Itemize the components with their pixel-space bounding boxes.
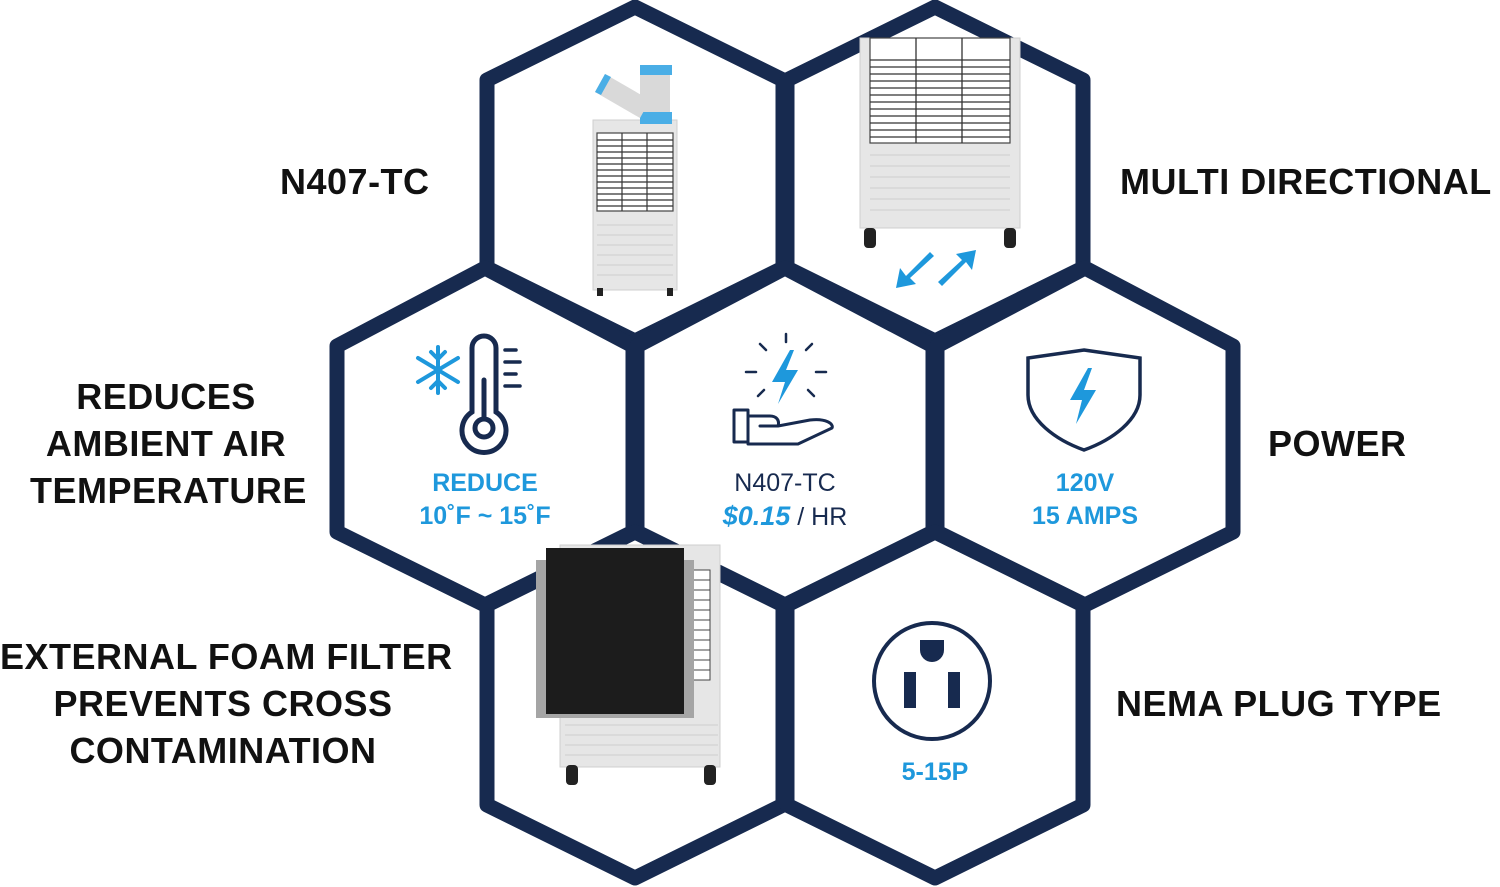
model-label: N407-TC: [280, 161, 430, 202]
multi-direction-unit-icon: [859, 37, 1021, 248]
cost-model: N407-TC: [734, 469, 836, 497]
nema-plug-type-label: NEMA PLUG TYPE: [1116, 683, 1442, 724]
foam-filter-label: EXTERNAL FOAM FILTER PREVENTS CROSS CONT…: [0, 636, 453, 771]
foam-filter-unit-icon: [536, 544, 721, 785]
cost-price: $0.15: [722, 501, 791, 531]
cost-unit: / HR: [790, 503, 848, 531]
thermometer-icon: [459, 333, 522, 455]
nema-outlet-icon: [872, 621, 992, 741]
cost-cell-text: N407-TC $0.15 / HR: [685, 467, 885, 534]
power-cell-text: 120V 15 AMPS: [1031, 469, 1139, 530]
energy-bolt-icon: [744, 332, 828, 404]
portable-ac-unit-icon: [592, 65, 678, 296]
hex-bottom-right: [779, 524, 1091, 886]
shield-bolt-icon: [1026, 348, 1142, 452]
multi-directional-label: MULTI DIRECTIONAL: [1120, 161, 1492, 202]
plug-cell-text: 5-15P: [901, 758, 969, 786]
snowflake-icon: [416, 345, 460, 395]
multi-direction-arrows-icon: [896, 250, 976, 288]
reduce-cell-text: REDUCE 10˚F ~ 15˚F: [419, 469, 551, 530]
reduces-ambient-label: REDUCES AMBIENT AIR TEMPERATURE: [30, 376, 307, 511]
hand-icon: [732, 408, 834, 446]
power-label: POWER: [1268, 423, 1407, 464]
